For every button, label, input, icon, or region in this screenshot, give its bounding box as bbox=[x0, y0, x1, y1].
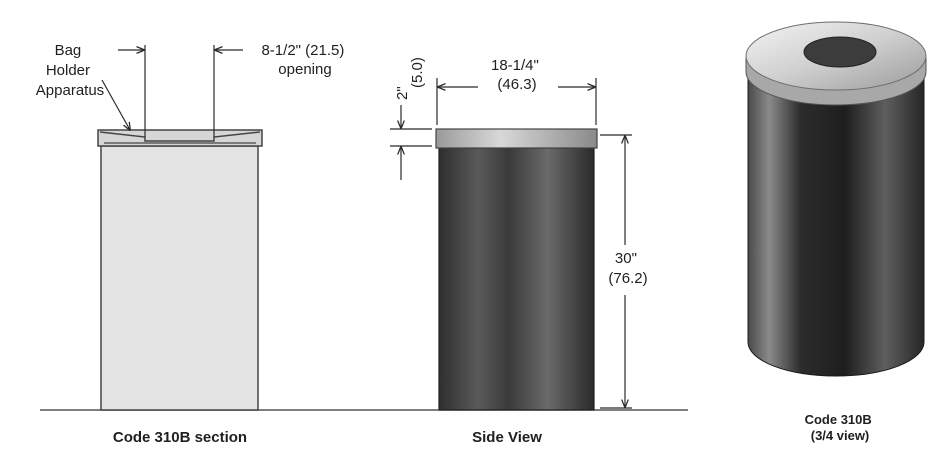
section-caption: Code 310B section bbox=[113, 429, 247, 446]
lid-height-label: 2" (5.0) bbox=[394, 57, 426, 100]
side-body bbox=[438, 147, 595, 411]
width-label: 18-1/4" (46.3) bbox=[491, 57, 543, 93]
section-body bbox=[100, 145, 259, 411]
side-view: 18-1/4" (46.3) 2" (5.0) 30" (76.2) Side … bbox=[390, 57, 648, 446]
section-view: Bag Holder Apparatus 8-1/2" (21.5) openi… bbox=[36, 42, 348, 446]
three-quarter-body bbox=[747, 57, 925, 377]
three-quarter-opening bbox=[803, 36, 877, 68]
side-view-caption: Side View bbox=[472, 429, 542, 446]
section-lid bbox=[97, 129, 263, 147]
opening-label: 8-1/2" (21.5) opening bbox=[261, 42, 348, 78]
three-quarter-caption: Code 310B (3/4 view) bbox=[805, 412, 876, 443]
side-lid bbox=[435, 128, 598, 149]
height-label: 30" (76.2) bbox=[608, 250, 647, 287]
three-quarter-view: Code 310B (3/4 view) bbox=[745, 21, 927, 443]
bag-holder-label: Bag Holder Apparatus bbox=[36, 42, 104, 99]
bag-holder-leader bbox=[101, 79, 130, 130]
section-lid-funnel bbox=[99, 131, 261, 142]
